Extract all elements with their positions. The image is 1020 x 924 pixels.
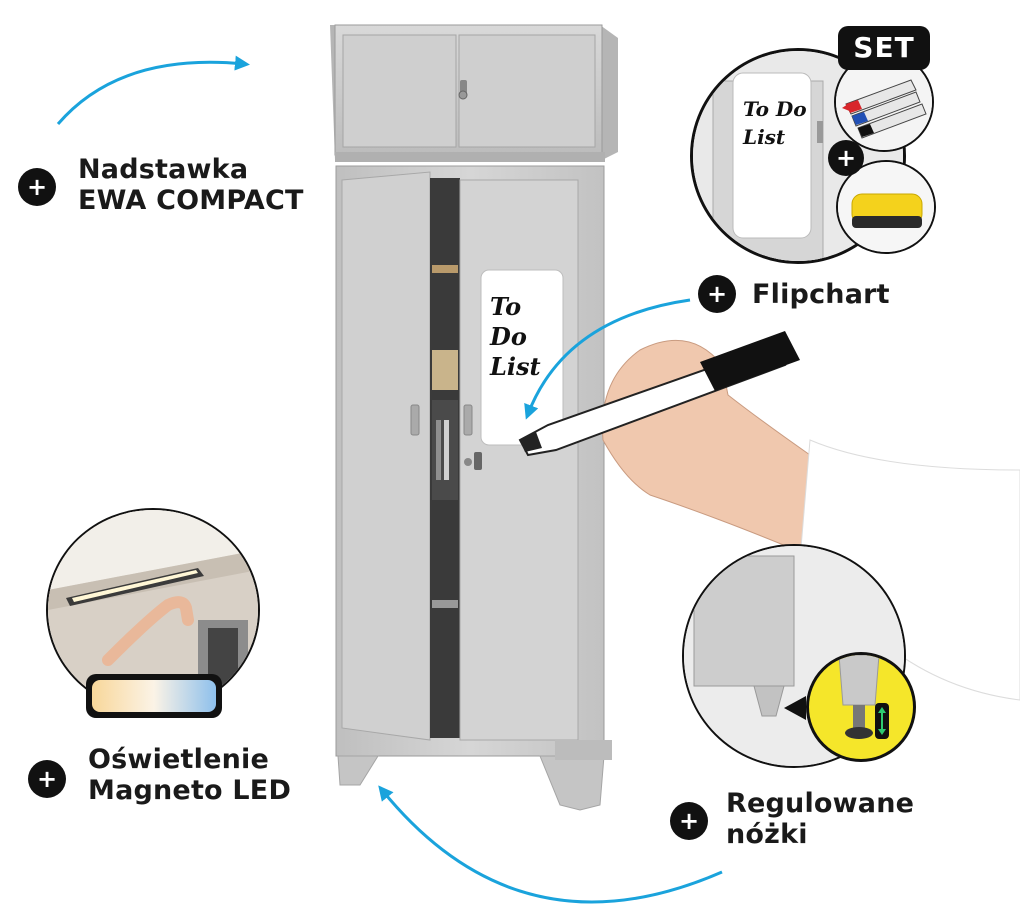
sponge-detail-circle (836, 160, 936, 254)
flipchart-detail-text: To Do List (743, 95, 807, 151)
feature-lighting-line-2: Magneto LED (88, 775, 292, 806)
marker-set-image (836, 54, 932, 150)
sponge-icon (838, 162, 934, 252)
plus-icon: + (670, 802, 708, 840)
curved-arrow-icon (524, 298, 691, 420)
feature-flipchart: Flipchart (752, 279, 890, 310)
hand-with-marker (518, 331, 1020, 701)
feature-lighting: Oświetlenie Magneto LED (88, 744, 291, 806)
main-cabinet (335, 165, 612, 811)
feature-legs-line-2: nóżki (726, 819, 808, 850)
led-strip-icon (66, 568, 204, 606)
flipchart-detail-line-2: List (743, 125, 786, 149)
feature-nadstawka-line-2: EWA COMPACT (78, 185, 304, 216)
feature-flipchart-label: Flipchart (752, 279, 890, 310)
feature-nadstawka-line-1: Nadstawka (78, 154, 249, 185)
plus-icon: + (828, 140, 864, 176)
marker-pen-icon (851, 91, 921, 127)
plus-icon: + (18, 168, 56, 206)
feature-nadstawka: Nadstawka EWA COMPACT (78, 154, 304, 216)
marker-pen-icon (842, 79, 917, 115)
top-cabinet (330, 24, 618, 162)
marker-pen-icon (857, 103, 927, 139)
adjustable-foot-icon (806, 652, 916, 762)
feature-legs: Regulowane nóżki (726, 788, 914, 850)
curved-arrow-icon (56, 55, 250, 125)
plus-icon: + (28, 760, 66, 798)
pointer-arrow (784, 696, 806, 720)
whiteboard-text: To Do List (490, 292, 560, 382)
light-temperature-selector (86, 674, 222, 718)
curved-arrow-icon (378, 785, 723, 904)
whiteboard-line-2: List (490, 352, 541, 381)
feature-legs-line-1: Regulowane (726, 788, 915, 819)
flipchart-detail-line-1: To Do (743, 97, 807, 121)
whiteboard-line-1: To Do (490, 292, 527, 351)
set-badge: SET (838, 26, 930, 70)
marker-pen-icon (518, 331, 800, 457)
plus-icon: + (698, 275, 736, 313)
feature-lighting-line-1: Oświetlenie (88, 744, 269, 775)
